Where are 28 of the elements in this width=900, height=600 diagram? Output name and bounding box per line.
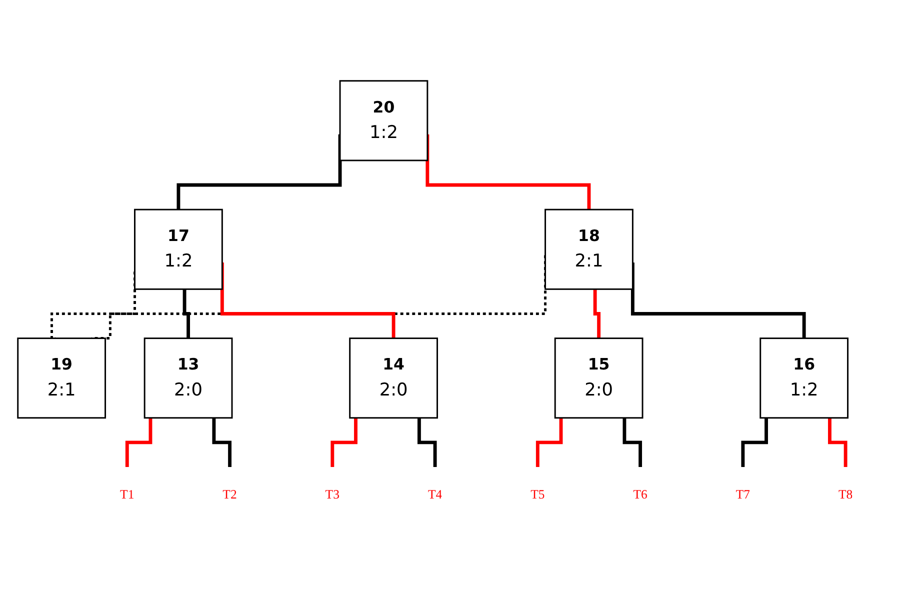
node-text: T5 — [530, 486, 545, 501]
node-text: T7 — [736, 486, 750, 501]
connector — [536, 417, 563, 468]
node-box: 15 2:0 — [554, 337, 644, 418]
connector — [828, 417, 848, 468]
connector — [212, 417, 232, 468]
node-text: T4 — [428, 486, 442, 501]
connector — [182, 288, 190, 340]
connector — [622, 417, 642, 468]
node-box: 14 2:0 — [349, 337, 438, 418]
node-box: 16 1:2 — [760, 337, 849, 418]
node-text: T1 — [120, 486, 134, 501]
node-box: 20 1:2 — [339, 80, 428, 161]
node-text: T2 — [222, 486, 237, 501]
connector — [125, 417, 152, 468]
node-box: 18 2:1 — [544, 208, 634, 290]
node-box: 19 2:1 — [17, 337, 106, 418]
connector — [593, 288, 601, 340]
node-box: 17 1:2 — [134, 208, 223, 290]
connector — [417, 417, 437, 468]
node-text: T8 — [838, 486, 853, 501]
node-text: T6 — [633, 486, 648, 501]
connector — [330, 417, 358, 468]
connector — [176, 134, 342, 211]
connector — [426, 134, 591, 211]
node-text: T3 — [325, 486, 340, 501]
node-box: 13 2:0 — [144, 337, 233, 418]
connector — [741, 417, 768, 468]
